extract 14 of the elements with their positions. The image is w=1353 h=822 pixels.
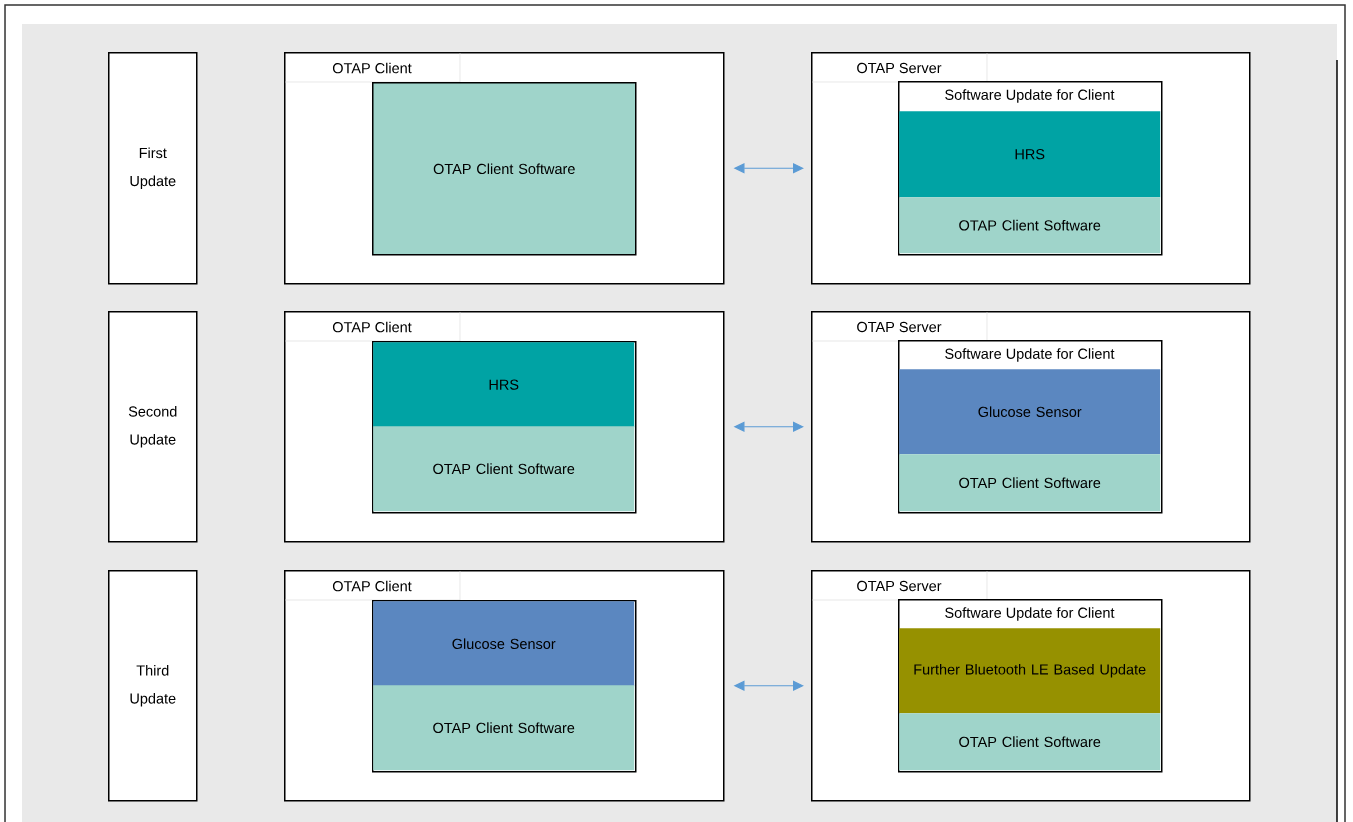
software-block: OTAP Client Software (372, 82, 637, 256)
software-layer: OTAP Client Software (899, 197, 1161, 254)
row-label-box: Third Update (108, 570, 198, 802)
row-label-box: Second Update (108, 311, 198, 543)
software-layer: Further Bluetooth LE Based Update (899, 628, 1161, 714)
software-layer: Glucose Sensor (373, 601, 635, 687)
row-label-box: First Update (108, 52, 198, 285)
software-layer: OTAP Client Software (373, 426, 635, 512)
software-layer: OTAP Client Software (899, 713, 1161, 771)
software-layer: OTAP Client Software (373, 685, 635, 771)
software-layer: Glucose Sensor (899, 369, 1161, 455)
software-layer: HRS (373, 342, 635, 428)
software-layer: OTAP Client Software (899, 454, 1161, 512)
software-layer: HRS (899, 111, 1161, 198)
